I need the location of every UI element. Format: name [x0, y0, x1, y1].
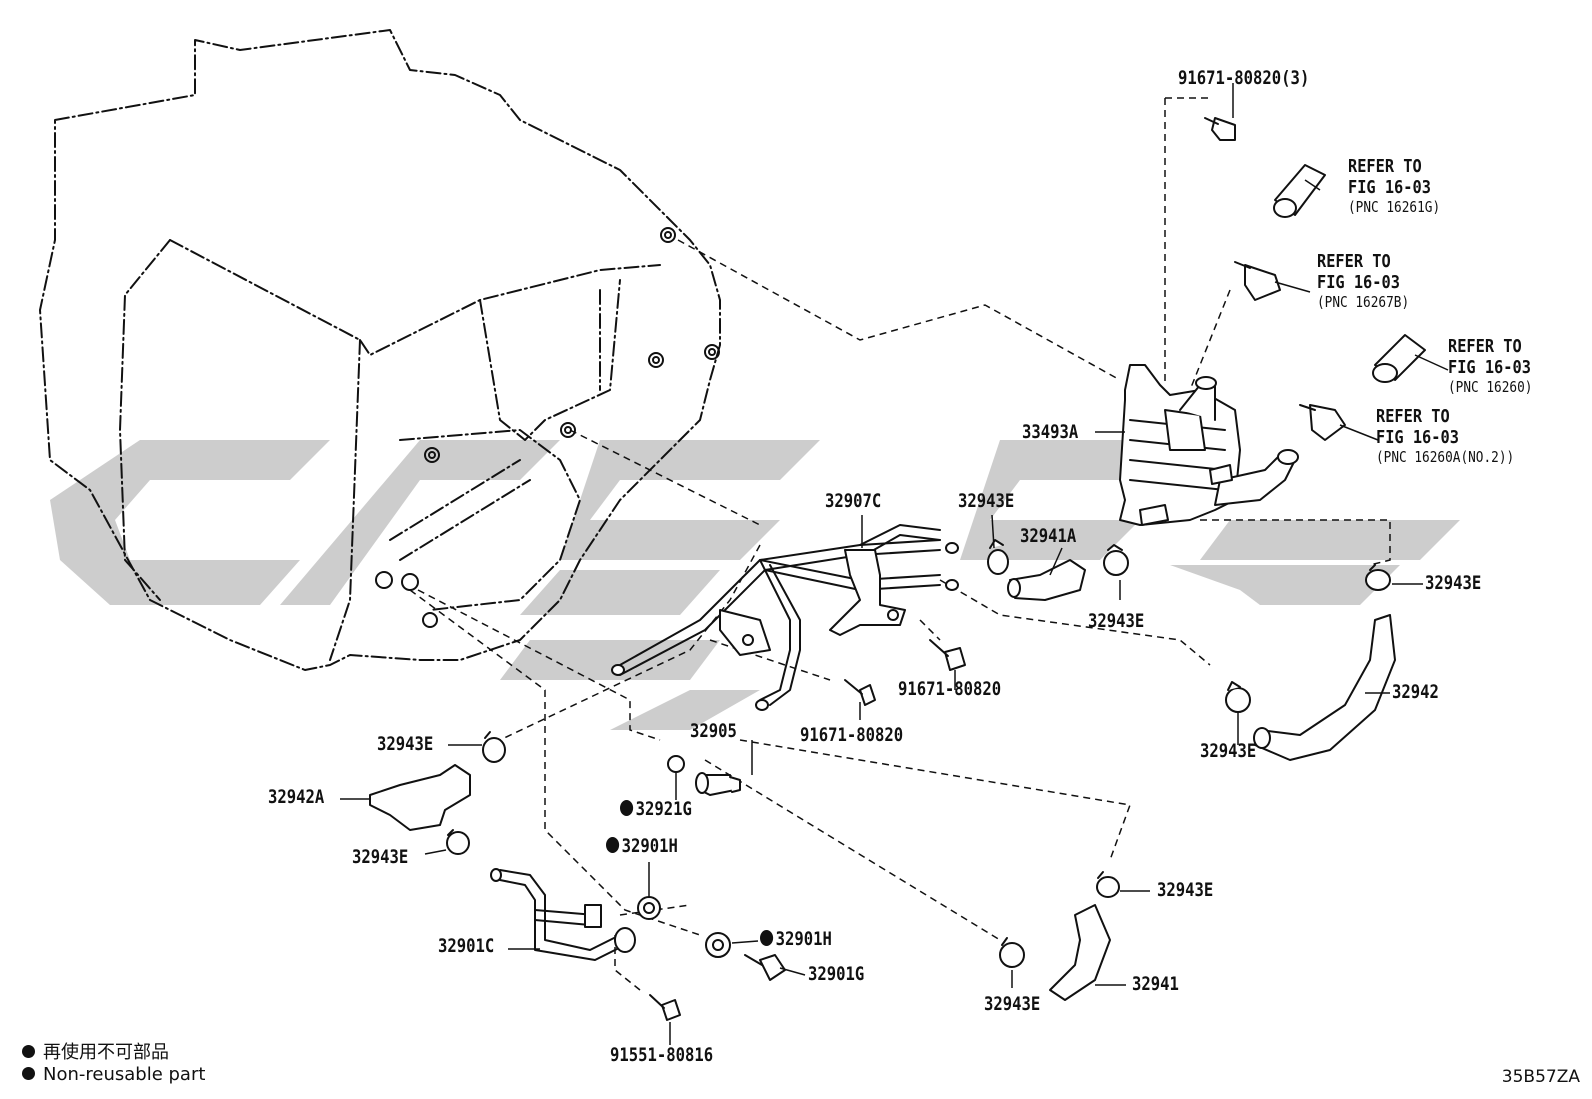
legend-dot-icon [22, 1067, 35, 1080]
gasket-32921g [667, 755, 685, 773]
part-label-32943e: 32943E [352, 846, 409, 868]
part-label-32921g: 32921G [620, 800, 692, 819]
part-label-32905: 32905 [690, 720, 737, 742]
oil-cooler-33493a [1119, 364, 1299, 526]
part-label-91671-80820-3: 91671-80820(3) [1178, 67, 1310, 89]
part-label-32943e: 32943E [984, 993, 1041, 1015]
part-label-33493a: 33493A [1022, 421, 1079, 443]
part-label-32943e: 32943E [1425, 572, 1482, 594]
clamps [446, 539, 1391, 968]
legend-jp: 再使用不可部品 [22, 1038, 169, 1064]
part-label-32943e: 32943E [1088, 610, 1145, 632]
part-label-32941: 32941 [1132, 973, 1179, 995]
part-label-91671-80820: 91671-80820 [898, 678, 1002, 700]
label-leaders [340, 83, 1449, 1045]
part-label-32907c: 32907C [825, 490, 882, 512]
part-label-32943e: 32943E [958, 490, 1015, 512]
part-label-32943e: 32943E [377, 733, 434, 755]
refer-hoses [1234, 164, 1426, 441]
non-reusable-dot-icon [760, 930, 774, 946]
component-drawings [369, 117, 1426, 1021]
union-32905 [695, 772, 741, 796]
part-label-32942: 32942 [1392, 681, 1439, 703]
part-label-32942a: 32942A [268, 786, 325, 808]
bolts [649, 117, 1236, 1021]
non-reusable-dot-icon [620, 800, 634, 816]
part-label-91551-80816: 91551-80816 [610, 1044, 714, 1066]
transmission-housing-outline [39, 29, 721, 671]
part-label-32901c: 32901C [438, 935, 495, 957]
legend-en: Non-reusable part [22, 1064, 205, 1085]
part-label-91671-80820: 91671-80820 [800, 724, 904, 746]
watermark-logo [50, 440, 1460, 730]
line-art [39, 29, 721, 671]
legend-dot-icon [22, 1045, 35, 1058]
figure-code: 35B57ZA [1501, 1067, 1580, 1087]
hose-32941 [1049, 904, 1111, 1001]
part-label-32901g: 32901G [808, 963, 865, 985]
part-label-32943e: 32943E [1157, 879, 1214, 901]
part-label-32901h: 32901H [760, 930, 832, 949]
part-label-32901h: 32901H [606, 837, 678, 856]
part-label-32943e: 32943E [1200, 740, 1257, 762]
pipe-assembly-32907c [611, 524, 959, 711]
non-reusable-dot-icon [606, 837, 620, 853]
pipe-32901c [490, 868, 636, 961]
hose-32941a [1007, 559, 1086, 601]
part-label-32941a: 32941A [1020, 525, 1077, 547]
hose-32942 [1253, 614, 1396, 761]
hose-32942a [369, 764, 471, 831]
